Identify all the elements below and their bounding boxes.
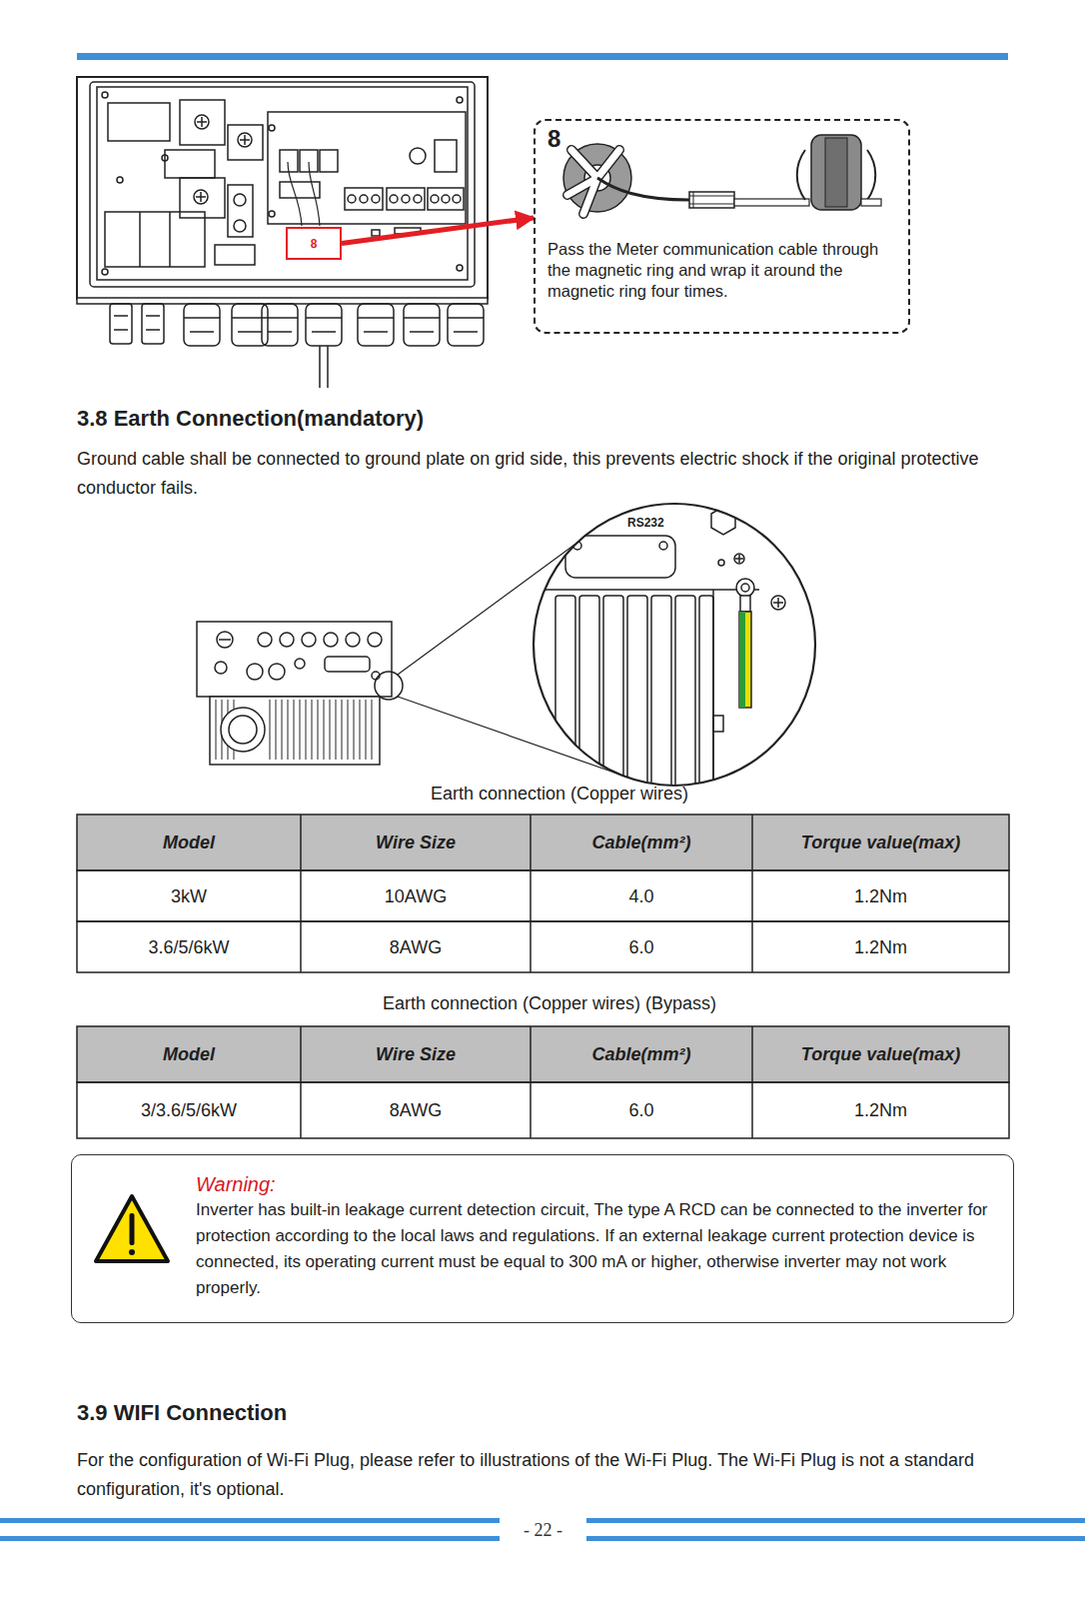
table-header-cell: Wire Size [302, 816, 529, 869]
table-grid [76, 814, 1010, 1138]
table-cell: 4.0 [532, 872, 751, 920]
table-header-cell: Cable(mm²) [532, 1028, 751, 1081]
page-number: - 22 - [499, 1517, 587, 1542]
warning-box: Warning:Inverter has built-in leakage cu… [70, 1153, 1015, 1323]
callout-note: Pass the Meter communication cable throu… [547, 238, 895, 302]
table-cell: 6.0 [532, 1084, 751, 1136]
table-cell: 1.2Nm [754, 1084, 1008, 1136]
table-header-cell: Model [78, 1028, 299, 1081]
earth-connection-drawing [196, 499, 820, 806]
body-text: Ground cable shall be connected to groun… [76, 444, 1017, 503]
section-heading: 3.9 WIFI Connection [76, 1397, 1017, 1428]
callout-arrow [341, 217, 534, 244]
highlight-box: 8 [285, 226, 342, 260]
callout-box: 8Pass the Meter communication cable thro… [533, 118, 911, 334]
figure-caption: Earth connection (Copper wires) [259, 781, 860, 806]
table-header-cell: Wire Size [302, 1028, 529, 1081]
body-text: For the configuration of Wi-Fi Plug, ple… [76, 1445, 1017, 1504]
table-header-cell: Cable(mm²) [532, 816, 751, 869]
header-bar [76, 52, 1009, 60]
table-cell: 8AWG [302, 923, 529, 971]
warning-symbol [95, 1195, 168, 1261]
warning-text: Inverter has built-in leakage current de… [195, 1196, 994, 1301]
magnetic-ring-drawing [563, 134, 882, 214]
table-cell: 8AWG [302, 1084, 529, 1136]
warning-title: Warning: [195, 1170, 994, 1197]
table-cell: 1.2Nm [754, 872, 1008, 920]
table-cell: 1.2Nm [754, 923, 1008, 971]
table-cell: 10AWG [302, 872, 529, 920]
section-heading: 3.8 Earth Connection(mandatory) [76, 403, 1017, 434]
table-cell: 6.0 [532, 923, 751, 971]
callout-number: 8 [310, 236, 318, 251]
port-label: RS232 [627, 515, 688, 530]
table-cell: 3/3.6/5/6kW [78, 1084, 299, 1136]
figure-caption: Earth connection (Copper wires) (Bypass) [209, 991, 890, 1016]
table-header-cell: Torque value(max) [754, 1028, 1008, 1081]
callout-number: 8 [547, 124, 895, 153]
table-cell: 3.6/5/6kW [78, 923, 299, 971]
footer-bars [0, 1517, 1085, 1541]
table-cell: 3kW [78, 872, 299, 920]
table-header-cell: Model [78, 816, 299, 869]
table-header-cell: Torque value(max) [754, 816, 1008, 869]
